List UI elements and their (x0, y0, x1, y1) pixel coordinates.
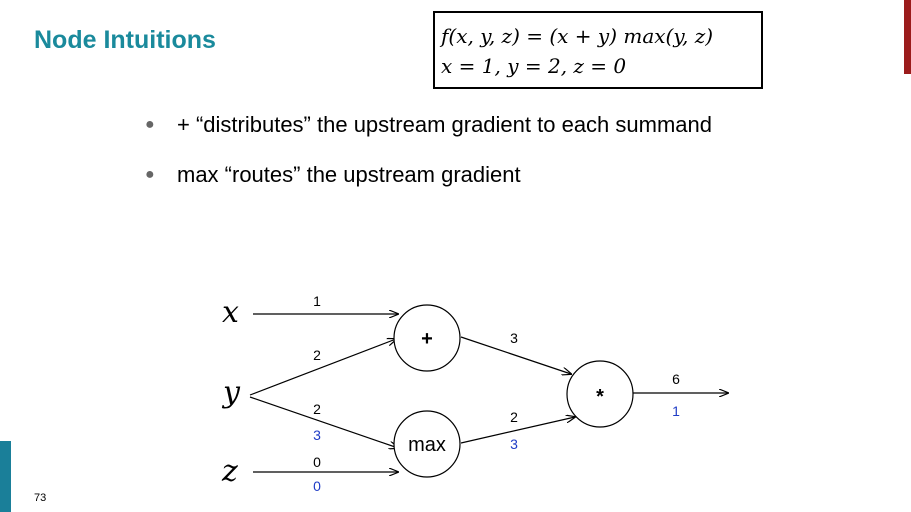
formula-definition: f(x, y, z) = (x + y) max(y, z) (441, 24, 714, 48)
edge-y-to-plus (249, 339, 396, 396)
forward-value-y-max: 2 (313, 401, 321, 417)
input-y-label: y (221, 375, 241, 410)
forward-value-max-out: 2 (510, 409, 518, 425)
edge-plus-to-mult (460, 336, 571, 374)
input-x-label: x (222, 295, 239, 330)
gradient-value-y-max: 3 (313, 427, 321, 443)
forward-value-z: 0 (313, 454, 321, 470)
slide-title: Node Intuitions (34, 26, 216, 54)
bullet-dot-icon: ● (145, 116, 155, 133)
gradient-value-output: 1 (672, 403, 680, 419)
bullet-item: ● max “routes” the upstream gradient (145, 160, 712, 210)
node-mult (566, 360, 634, 428)
gradient-value-max-out: 3 (510, 436, 518, 452)
edge-y-to-max (249, 396, 398, 448)
node-max (393, 410, 461, 478)
node-plus (393, 304, 461, 372)
forward-value-output: 6 (672, 371, 680, 387)
gradient-value-z: 0 (313, 478, 321, 494)
bullet-text: + “distributes” the upstream gradient to… (177, 112, 712, 137)
bullet-dot-icon: ● (145, 166, 155, 183)
node-mult-label: * (596, 386, 604, 408)
input-z-label: z (221, 454, 238, 489)
bullet-item: ● + “distributes” the upstream gradient … (145, 110, 712, 160)
forward-value-y-plus: 2 (313, 347, 321, 363)
forward-value-x: 1 (313, 293, 321, 309)
formula-values: x = 1, y = 2, z = 0 (441, 54, 627, 78)
bullet-list: ● + “distributes” the upstream gradient … (145, 110, 712, 210)
accent-bar-top-right (904, 0, 911, 74)
edge-max-to-mult (460, 417, 575, 444)
node-max-label: max (408, 434, 446, 456)
page-number: 73 (34, 492, 47, 504)
forward-value-plus-out: 3 (510, 330, 518, 346)
formula-box: f(x, y, z) = (x + y) max(y, z) x = 1, y … (433, 11, 763, 89)
accent-bar-bottom-left (0, 441, 11, 512)
node-plus-label: + (421, 328, 433, 350)
bullet-text: max “routes” the upstream gradient (177, 162, 521, 187)
